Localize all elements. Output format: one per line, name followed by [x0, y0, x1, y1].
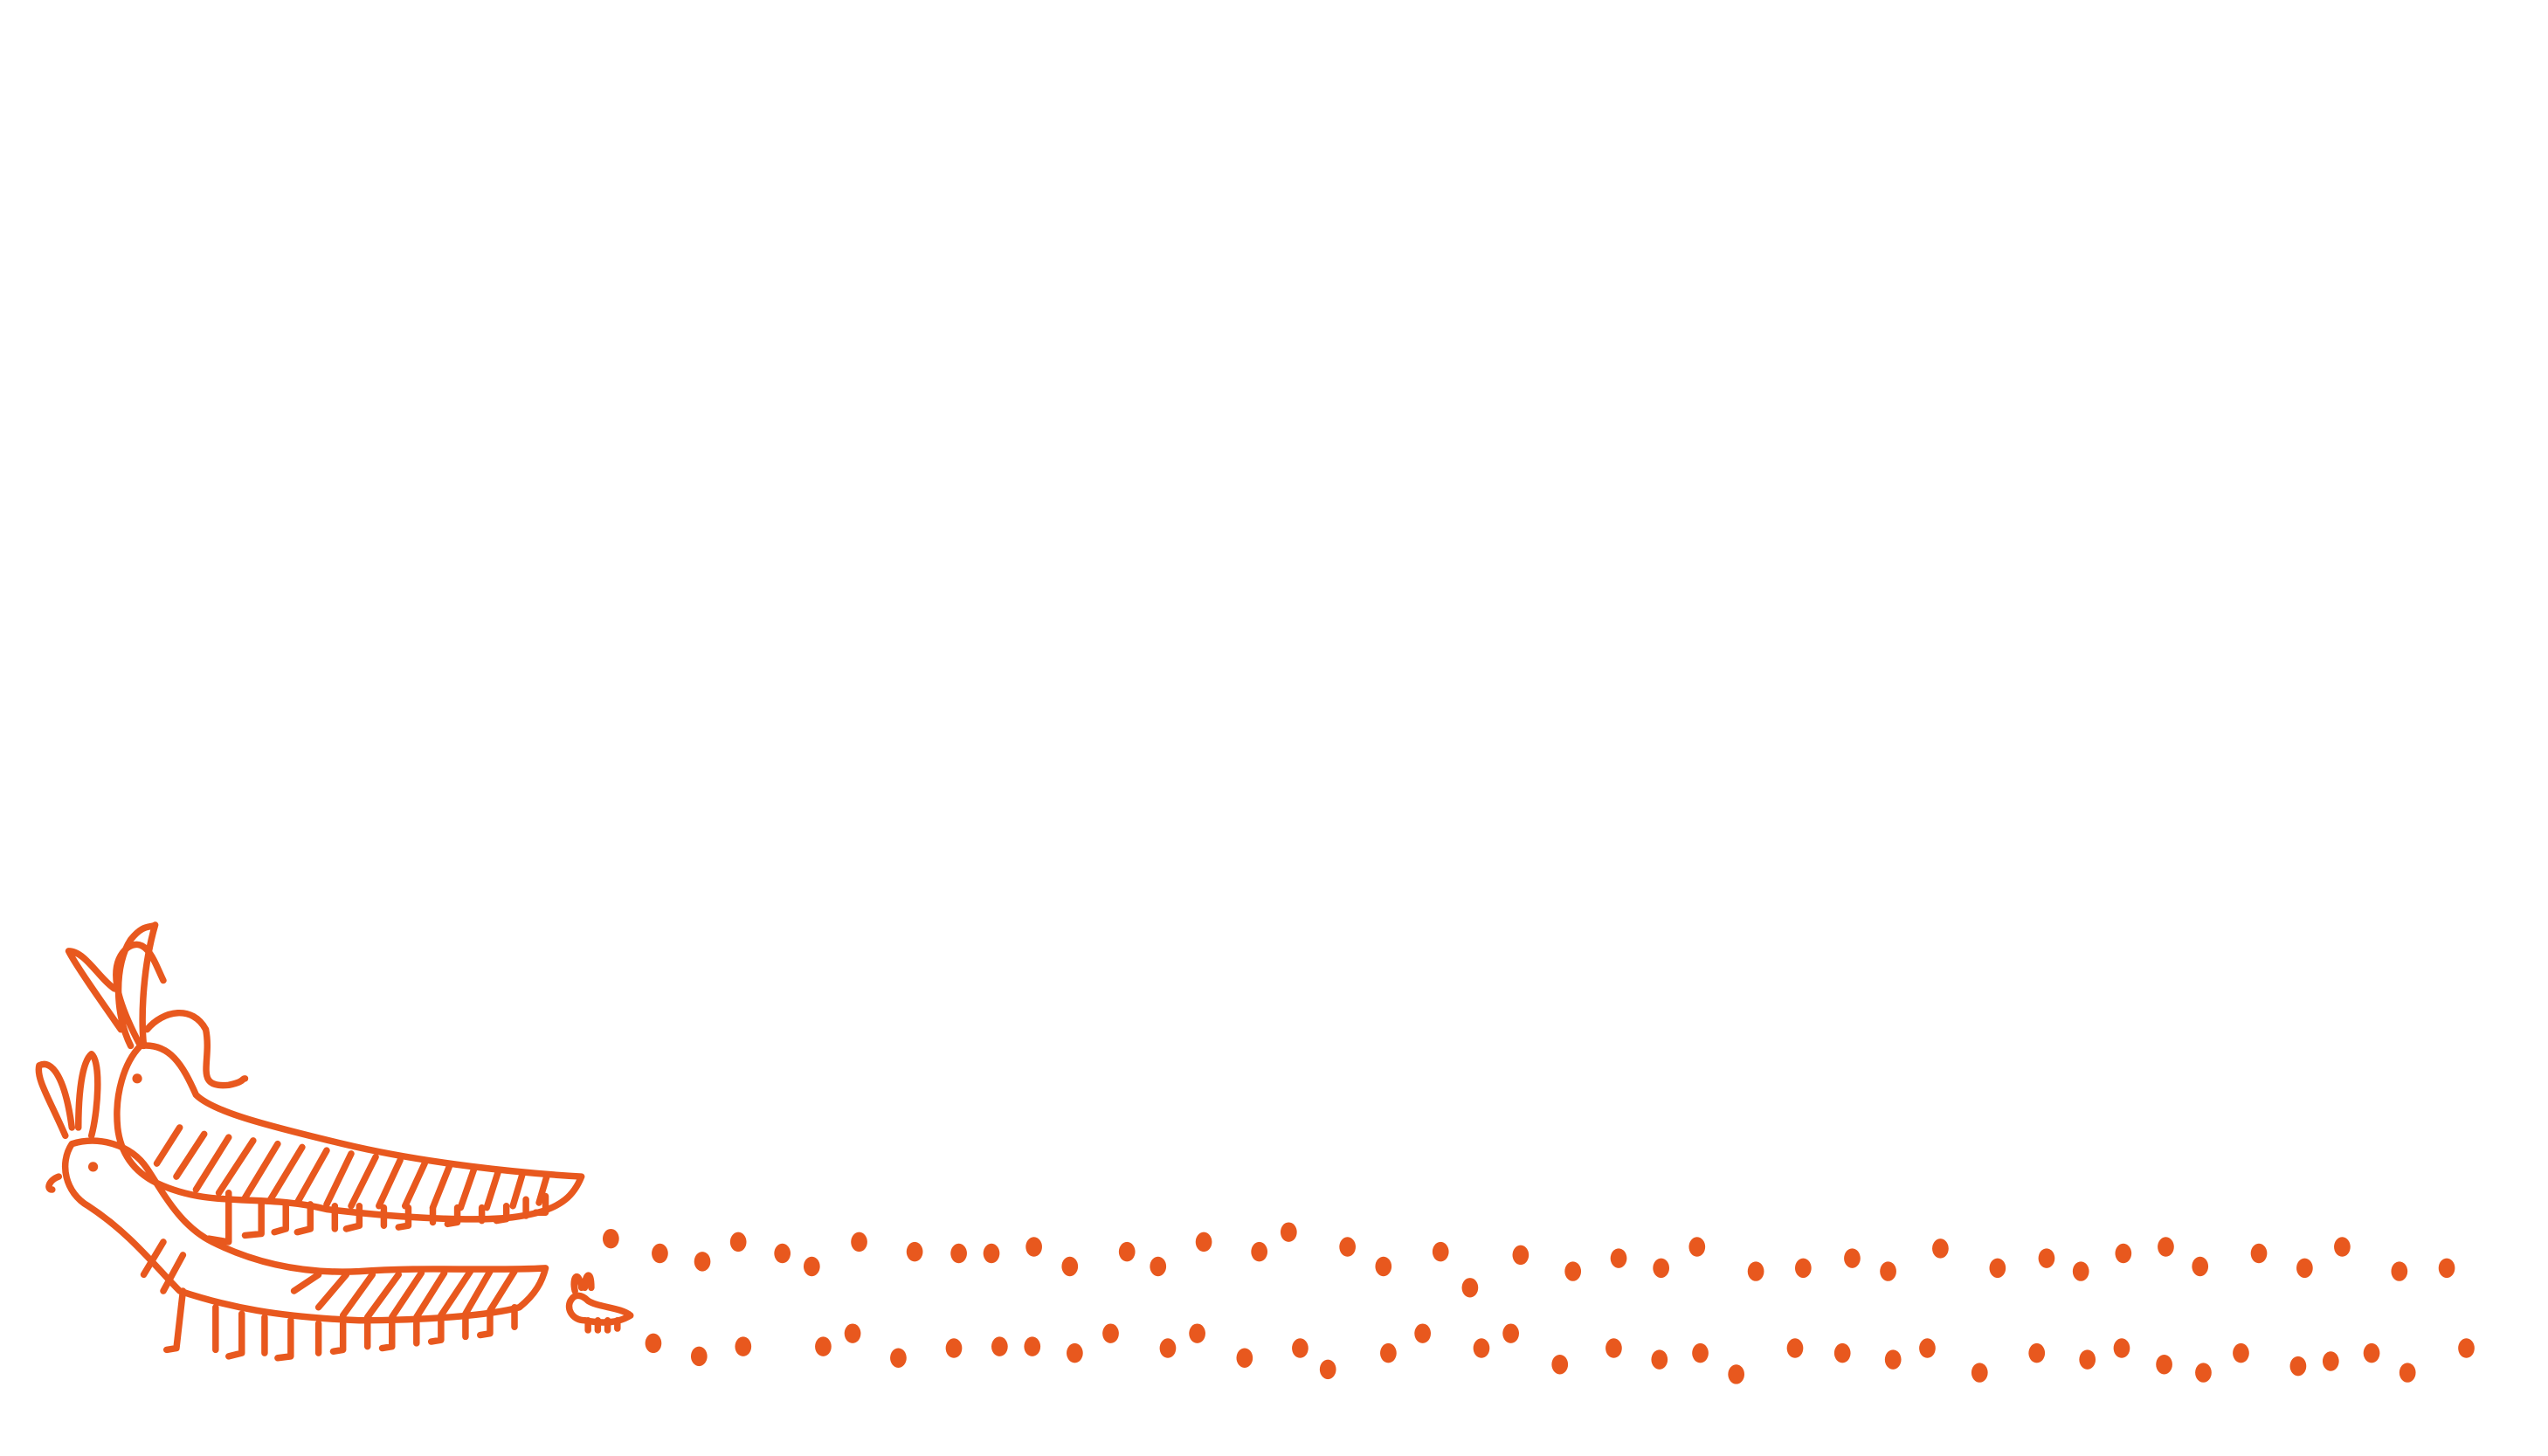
trail-dot	[2334, 1237, 2351, 1257]
trail-dot	[1688, 1237, 1706, 1257]
trail-dot	[1794, 1258, 1812, 1279]
trail-dot	[602, 1228, 619, 1249]
trail-dot	[991, 1336, 1008, 1356]
trail-dot	[1880, 1261, 1896, 1281]
trail-dot	[1610, 1248, 1627, 1268]
trail-dot	[2195, 1363, 2212, 1383]
trail-dot	[1932, 1239, 1949, 1259]
trail-dot	[2158, 1237, 2174, 1257]
trail-dot	[1473, 1338, 1490, 1358]
trail-dot	[945, 1338, 963, 1358]
trail-dot	[2072, 1261, 2089, 1281]
trail-dot	[2233, 1342, 2249, 1363]
trail-dot	[690, 1346, 708, 1367]
trail-dot	[1833, 1342, 1851, 1363]
trail-dot	[983, 1243, 1000, 1264]
trail-dot	[1989, 1258, 2006, 1279]
trail-dot	[1653, 1258, 1670, 1279]
trail-dot	[1061, 1256, 1079, 1277]
trail-dot	[1971, 1363, 1988, 1383]
trail-dot	[2250, 1243, 2268, 1264]
trail-dot	[1461, 1278, 1479, 1298]
trail-dot	[1919, 1338, 1936, 1358]
trail-dot	[1884, 1349, 1902, 1370]
trail-dot	[1102, 1323, 1119, 1343]
trail-dot	[1605, 1338, 1622, 1358]
trail-dot	[735, 1336, 752, 1356]
trail-dot	[2438, 1258, 2455, 1279]
trail-dot	[1380, 1342, 1397, 1363]
trail-dot	[1118, 1241, 1136, 1262]
trail-dot	[1375, 1256, 1392, 1277]
trail-dot	[2391, 1261, 2408, 1281]
trail-dot	[1692, 1342, 1709, 1363]
trail-dot	[1651, 1349, 1668, 1370]
trail-dot	[851, 1232, 867, 1252]
trail-dot	[2296, 1258, 2313, 1279]
trail-dot	[1150, 1256, 1167, 1277]
trail-dot	[1844, 1248, 1861, 1268]
trail-dot	[906, 1241, 923, 1262]
trail-dot	[2156, 1355, 2172, 1375]
trail-dot	[652, 1243, 668, 1264]
trail-dot	[2079, 1349, 2096, 1370]
trail-dot	[815, 1336, 832, 1356]
trail-dot	[1551, 1355, 1569, 1375]
trail-dot	[1728, 1364, 1745, 1384]
trail-dot	[890, 1348, 907, 1368]
trail-dot	[1502, 1323, 1519, 1343]
trail-dot	[950, 1243, 967, 1264]
trail-dot	[774, 1243, 791, 1264]
trail-dot	[2399, 1363, 2416, 1383]
trail-dot	[1236, 1348, 1253, 1368]
trail-dot	[2038, 1248, 2055, 1268]
trail-dot	[2289, 1356, 2307, 1377]
trail-dot	[1339, 1237, 1356, 1257]
trail-dot	[1564, 1261, 1582, 1281]
trail-dot	[2115, 1243, 2132, 1264]
trail-dot	[1025, 1237, 1042, 1257]
dot-trail	[602, 1222, 2475, 1384]
trail-dot	[844, 1323, 861, 1343]
large-creature-top	[65, 921, 585, 1246]
trail-dot	[803, 1256, 820, 1277]
trail-dot	[1786, 1338, 1804, 1358]
trail-dot	[1292, 1338, 1309, 1358]
trail-dot	[1195, 1232, 1212, 1252]
trail-dot	[1159, 1338, 1177, 1358]
trail-dot	[1280, 1222, 1297, 1242]
small-creature	[565, 1272, 634, 1334]
trail-dot	[1024, 1336, 1041, 1356]
trail-dot	[1432, 1241, 1449, 1262]
trail-dot	[1319, 1359, 1336, 1380]
trail-dot	[645, 1333, 662, 1354]
trail-dot	[1414, 1323, 1432, 1343]
trail-dot	[1251, 1241, 1268, 1262]
trail-dot	[2363, 1342, 2380, 1363]
trail-dot	[2192, 1256, 2209, 1277]
trail-dot	[2458, 1338, 2475, 1358]
trail-dot	[2028, 1342, 2046, 1363]
trail-dot	[2322, 1351, 2339, 1371]
trail-dot	[694, 1252, 711, 1272]
trail-dot	[1747, 1261, 1764, 1281]
trail-dot	[1512, 1245, 1529, 1266]
trail-dot	[2113, 1338, 2130, 1358]
trail-dot	[1189, 1323, 1205, 1343]
trail-dot	[1067, 1342, 1083, 1363]
large-creature-bottom	[35, 1051, 549, 1362]
trail-dot	[729, 1232, 747, 1252]
